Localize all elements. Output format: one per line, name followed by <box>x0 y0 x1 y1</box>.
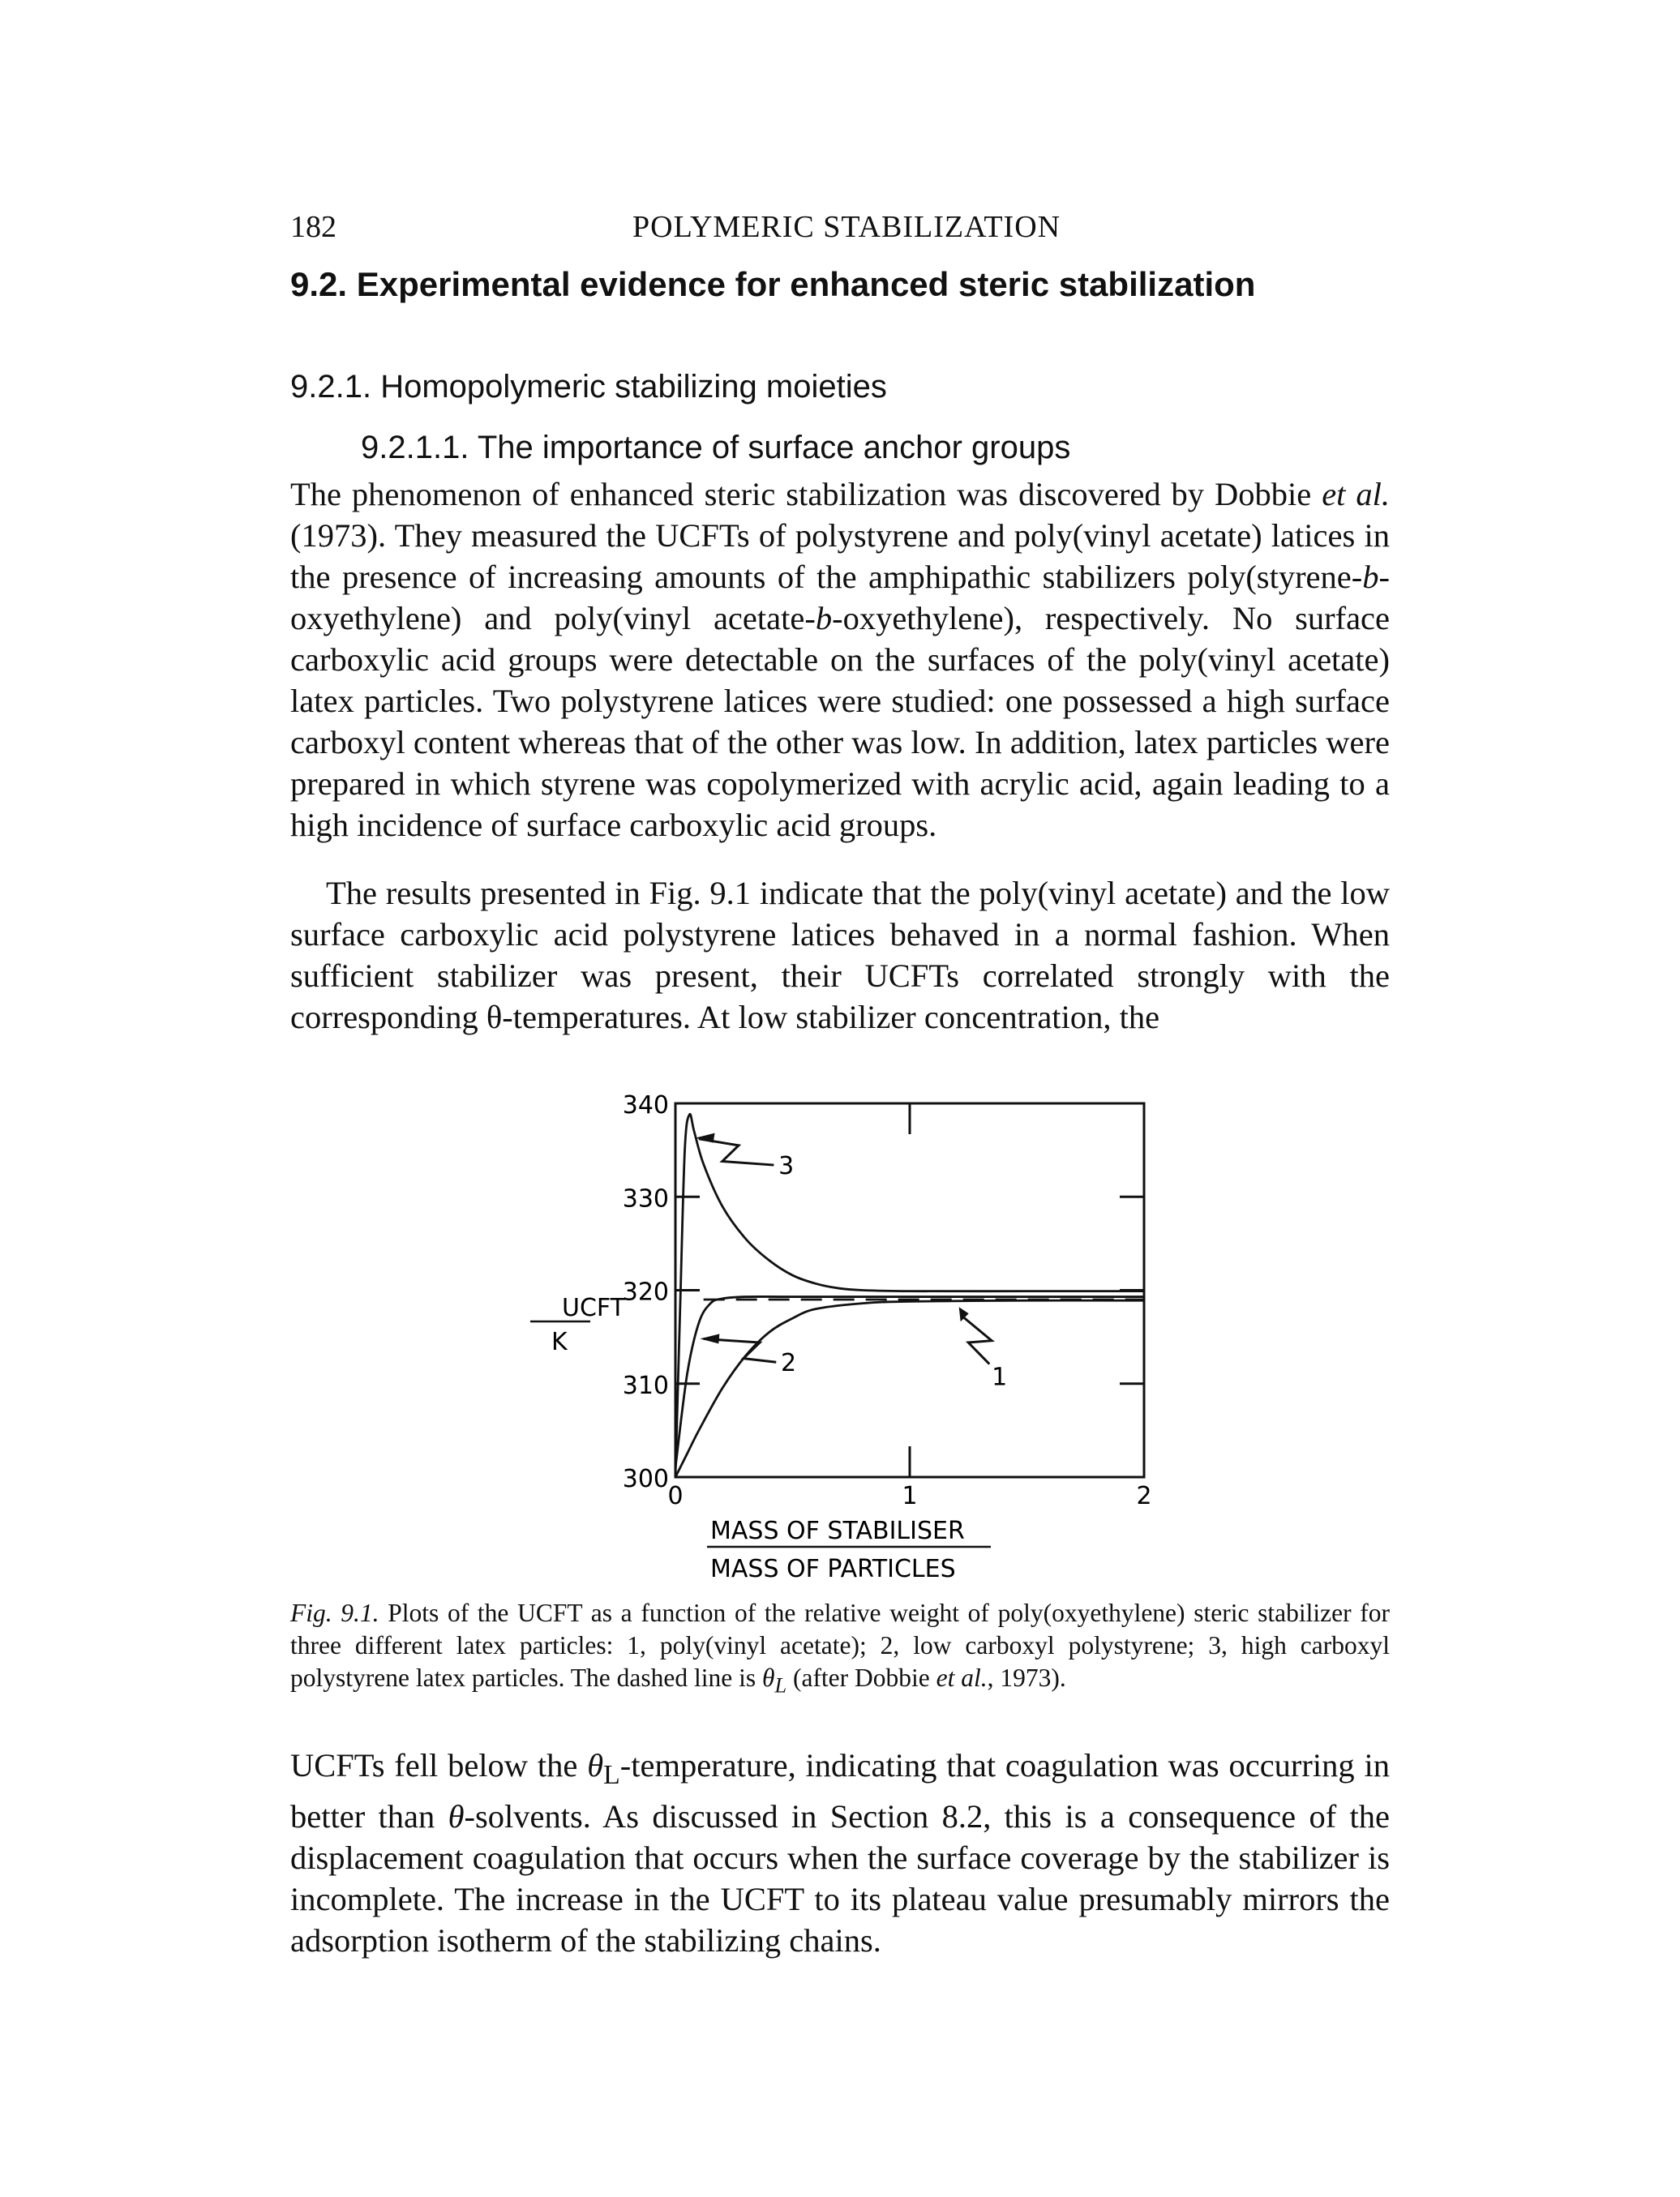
leader-arrowhead <box>700 1334 720 1344</box>
x-tick-label: 2 <box>1136 1482 1151 1510</box>
leader-arrowhead <box>695 1133 715 1143</box>
caption-text: , 1973). <box>987 1664 1066 1692</box>
x-axis-label-bottom: MASS OF PARTICLES <box>710 1555 956 1583</box>
caption-label: Fig. 9.1. <box>290 1599 379 1627</box>
figure-9-1: 300 310 320 330 340 0 1 2 3 2 1 UCFT K MASS OF S… <box>530 1091 1152 1583</box>
figure-caption: Fig. 9.1. Plots of the UCFT as a functio… <box>290 1597 1390 1702</box>
curve-label-2: 2 <box>781 1349 796 1377</box>
y-axis-label-top: UCFT <box>562 1294 626 1322</box>
x-axis-label-top: MASS OF STABILISER <box>710 1517 965 1545</box>
running-head: POLYMERIC STABILIZATION <box>632 210 1061 244</box>
italic-run: b <box>815 600 833 636</box>
x-ticks: 0 1 2 <box>667 1103 1152 1510</box>
subsubsection-title: 9.2.1.1. The importance of surface ancho… <box>361 430 1071 465</box>
annotation-layer: 3 2 1 <box>695 1133 1007 1391</box>
page-number: 182 <box>290 210 336 244</box>
italic-run: et al. <box>1322 476 1391 512</box>
text-run: -oxyethylene) and poly(vinyl acetate- <box>290 559 1390 636</box>
y-ticks: 300 310 320 330 340 <box>623 1091 1144 1493</box>
text-run: -oxyethylene), respectively. No surface … <box>290 600 1391 843</box>
theta-subscript: L <box>603 1760 620 1791</box>
series-line-3 <box>675 1112 1144 1477</box>
leader-arrowhead <box>958 1307 969 1322</box>
paragraph-3: UCFTs fell below the θL-temperature, ind… <box>290 1745 1390 1961</box>
paragraph-1: The phenomenon of enhanced steric stabil… <box>290 473 1390 846</box>
y-tick-label: 320 <box>623 1278 669 1307</box>
series-line-1 <box>675 1295 1144 1468</box>
theta-symbol: θ <box>587 1747 604 1784</box>
section-title: 9.2. Experimental evidence for enhanced … <box>290 265 1256 303</box>
text-run: (1973). They measured the UCFTs of polys… <box>290 517 1390 595</box>
italic-run: b <box>1362 559 1379 595</box>
caption-subscript: L <box>774 1673 787 1698</box>
text-run: -solvents. As discussed in Section 8.2, … <box>290 1798 1391 1959</box>
caption-text: (after Dobbie <box>786 1664 936 1692</box>
series-layer <box>675 1112 1144 1477</box>
caption-text: Plots of the UCFT as a function of the r… <box>290 1599 1390 1692</box>
text-run: UCFTs fell below the <box>290 1747 588 1784</box>
y-tick-label: 340 <box>623 1091 669 1120</box>
series-line-2 <box>675 1299 1144 1477</box>
y-tick-label: 330 <box>623 1184 669 1213</box>
x-tick-label: 0 <box>667 1482 683 1510</box>
text-run: -temperature, indicating that coagulatio… <box>290 1747 1390 1835</box>
x-tick-label: 1 <box>902 1482 917 1510</box>
y-tick-label: 310 <box>623 1372 669 1400</box>
leader-2 <box>703 1337 777 1364</box>
leader-1 <box>960 1314 995 1365</box>
caption-theta: θ <box>762 1664 775 1692</box>
y-tick-label: 300 <box>623 1465 669 1493</box>
subsection-title: 9.2.1. Homopolymeric stabilizing moietie… <box>290 369 887 405</box>
y-axis-label-bottom: K <box>551 1328 568 1356</box>
curve-label-3: 3 <box>778 1152 794 1180</box>
curve-label-1: 1 <box>992 1363 1007 1391</box>
paragraph-2: The results presented in Fig. 9.1 indica… <box>290 875 1390 1035</box>
caption-et-al: et al. <box>936 1664 988 1692</box>
leader-3 <box>698 1137 774 1167</box>
theta-symbol: θ <box>448 1798 465 1835</box>
text-run: The phenomenon of enhanced steric stabil… <box>290 476 1322 512</box>
